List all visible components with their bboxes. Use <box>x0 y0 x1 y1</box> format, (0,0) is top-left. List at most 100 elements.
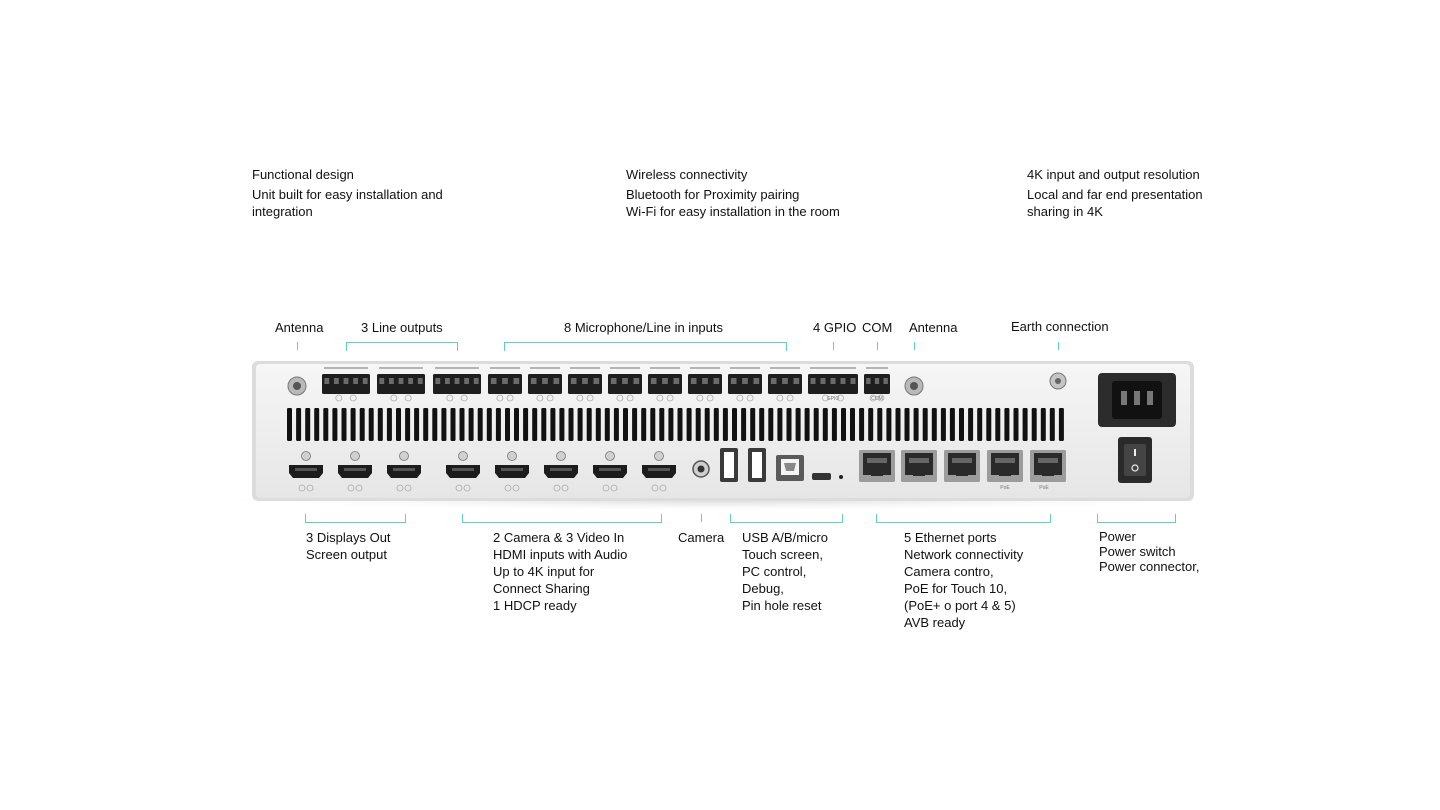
poe-marking-5: PoE <box>1039 485 1049 491</box>
vent-slot <box>868 408 874 441</box>
vent-slot <box>859 408 865 441</box>
vent-slot <box>977 408 983 441</box>
label-usb: USB A/B/micro Touch screen, PC control, … <box>742 529 828 614</box>
pinhole-reset <box>839 475 843 479</box>
com-marking: COM <box>871 396 883 402</box>
feature-line: Local and far end presentation <box>1027 187 1203 202</box>
vent-slot <box>722 408 728 441</box>
vent-slot <box>314 408 320 441</box>
label-line: USB A/B/micro <box>742 530 828 545</box>
label-line: Pin hole reset <box>742 598 822 613</box>
vent-slot <box>368 408 374 441</box>
power-switch <box>1118 437 1152 483</box>
label-line: AVB ready <box>904 615 966 630</box>
vent-slot <box>741 408 747 441</box>
vent-slot <box>850 408 855 441</box>
vent-slot <box>641 408 647 441</box>
vent-slot <box>777 408 783 441</box>
vent-slot <box>577 408 583 441</box>
label-line: PC control, <box>742 564 807 579</box>
feature-wireless-connectivity: Wireless connectivity Bluetooth for Prox… <box>626 166 840 220</box>
label-line: 1 HDCP ready <box>493 598 577 613</box>
vent-slot <box>505 408 510 441</box>
leader-antenna-left <box>297 342 298 350</box>
label-displays-out: 3 Displays Out Screen output <box>306 529 391 563</box>
label-line: Touch screen, <box>742 547 823 562</box>
vent-slot <box>477 408 483 441</box>
power-connector <box>1098 373 1176 427</box>
leader-ethernet <box>876 514 1051 523</box>
mic-input-terminal <box>608 367 642 402</box>
label-gpio: 4 GPIO <box>813 320 857 335</box>
label-line: Power switch <box>1099 544 1176 559</box>
vent-slot <box>495 408 501 441</box>
line-output-terminal <box>433 367 481 402</box>
vent-slot <box>750 408 756 441</box>
vent-slot <box>459 408 465 441</box>
vent-slot <box>595 408 601 441</box>
vent-slot <box>732 408 737 441</box>
vent-slot <box>432 408 438 441</box>
vent-slot <box>1040 408 1046 441</box>
vent-slot <box>931 408 937 441</box>
camera-connector <box>692 460 710 478</box>
vent-slot <box>913 408 919 441</box>
hdmi-input-port <box>593 451 627 492</box>
vent-slot <box>759 408 765 441</box>
label-line: (PoE+ o port 4 & 5) <box>904 598 1016 613</box>
vent-slot <box>405 408 411 441</box>
vent-slot <box>650 408 656 441</box>
vent-slot <box>559 408 565 441</box>
label-antenna-right: Antenna <box>909 320 958 335</box>
vent-slot <box>623 408 628 441</box>
mic-input-terminal <box>568 367 602 402</box>
codec-rear-panel: GPIO COM PoE PoE <box>182 361 1260 512</box>
vent-slot <box>550 408 556 441</box>
usb-a-port-2 <box>748 448 766 482</box>
vent-slot <box>532 408 538 441</box>
vent-slot <box>377 408 383 441</box>
line-output-terminal <box>322 367 370 402</box>
vent-slot <box>359 408 365 441</box>
vent-slot <box>541 408 547 441</box>
ethernet-port <box>901 450 937 482</box>
label-line: Up to 4K input for <box>493 564 595 579</box>
label-line: 5 Ethernet ports <box>904 530 997 545</box>
vent-slot <box>1022 408 1028 441</box>
vent-slot <box>786 408 792 441</box>
hdmi-input-port <box>642 451 676 492</box>
vent-slot <box>922 408 928 441</box>
label-line: Power <box>1099 529 1136 544</box>
vent-slot <box>305 408 311 441</box>
label-antenna-left: Antenna <box>275 320 324 335</box>
vent-slot <box>296 408 302 441</box>
mic-input-terminal <box>728 367 762 402</box>
ethernet-port <box>1030 450 1066 482</box>
vent-slot <box>713 408 719 441</box>
vent-slot <box>695 408 701 441</box>
leader-displays <box>305 514 406 523</box>
feature-4k-resolution: 4K input and output resolution Local and… <box>1027 166 1203 220</box>
label-camera: Camera <box>678 529 724 546</box>
label-line: Screen output <box>306 547 387 562</box>
vent-slot <box>949 408 955 441</box>
vent-slot <box>386 408 392 441</box>
mic-input-terminal <box>488 367 522 402</box>
feature-title: Wireless connectivity <box>626 167 748 182</box>
mic-input-terminal <box>528 367 562 402</box>
label-line-outputs: 3 Line outputs <box>361 320 443 335</box>
mic-input-terminal <box>688 367 722 402</box>
vent-slot <box>441 408 447 441</box>
vent-slot <box>1013 408 1019 441</box>
vent-slot <box>350 408 356 441</box>
leader-earth <box>1058 342 1059 350</box>
label-earth-connection: Earth connection <box>1011 319 1109 334</box>
leader-power <box>1097 514 1176 523</box>
vent-slot <box>831 408 837 441</box>
vent-slot <box>514 408 519 441</box>
line-output-terminal <box>377 367 425 402</box>
vent-slot <box>414 408 420 441</box>
vent-slot <box>804 408 810 441</box>
feature-title: Functional design <box>252 167 354 182</box>
com-terminal <box>864 367 890 402</box>
